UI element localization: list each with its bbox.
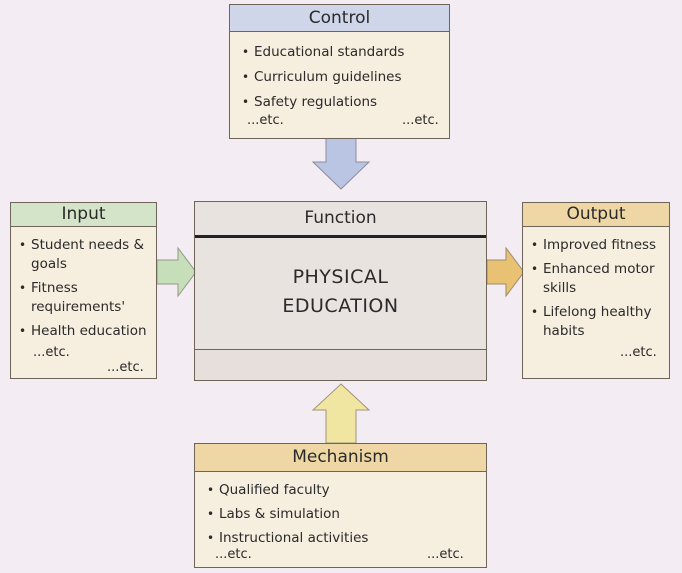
control-etc-left: ...etc. [247, 113, 284, 128]
function-body: PHYSICAL EDUCATION [195, 238, 486, 350]
output-item: Improved fitness [527, 236, 669, 255]
control-item: Safety regulations [238, 92, 449, 112]
output-box: Output Improved fitness Enhanced motor s… [522, 202, 670, 379]
output-list: Improved fitness Enhanced motor skills L… [523, 227, 669, 341]
mechanism-box: Mechanism Qualified faculty Labs & simul… [194, 443, 487, 568]
mechanism-title: Mechanism [195, 444, 486, 472]
control-list: Educational standards Curriculum guideli… [230, 32, 449, 112]
output-arrow [486, 246, 525, 298]
control-box: Control Educational standards Curriculum… [229, 4, 450, 139]
mechanism-item: Qualified faculty [203, 480, 486, 500]
input-item: Student needs & goals [15, 236, 156, 274]
function-title: Function [195, 202, 486, 238]
control-item: Educational standards [238, 42, 449, 62]
function-line-2: EDUCATION [282, 294, 399, 317]
control-arrow [311, 137, 371, 190]
mechanism-item: Labs & simulation [203, 504, 486, 524]
input-arrow [156, 246, 197, 298]
input-item: Fitness requirements' [15, 279, 156, 317]
mechanism-etc-right: ...etc. [427, 547, 464, 562]
control-etc-right: ...etc. [402, 113, 439, 128]
input-etc-left: ...etc. [33, 345, 70, 360]
input-item: Health education [15, 322, 156, 341]
input-etc-right: ...etc. [107, 360, 144, 375]
input-list: Student needs & goals Fitness requiremen… [11, 227, 156, 341]
mechanism-etc-left: ...etc. [215, 547, 252, 562]
mechanism-item: Instructional activities [203, 528, 486, 548]
input-title: Input [11, 203, 156, 227]
output-item: Lifelong healthy habits [527, 303, 669, 341]
control-title: Control [230, 5, 449, 32]
input-box: Input Student needs & goals Fitness requ… [10, 202, 157, 379]
function-footer [195, 350, 486, 380]
output-etc: ...etc. [620, 345, 657, 360]
output-title: Output [523, 203, 669, 227]
function-line-1: PHYSICAL [292, 265, 389, 288]
mechanism-list: Qualified faculty Labs & simulation Inst… [195, 472, 486, 548]
output-item: Enhanced motor skills [527, 260, 669, 298]
control-item: Curriculum guidelines [238, 67, 449, 87]
mechanism-arrow [311, 383, 371, 444]
function-box: Function PHYSICAL EDUCATION [194, 201, 487, 381]
